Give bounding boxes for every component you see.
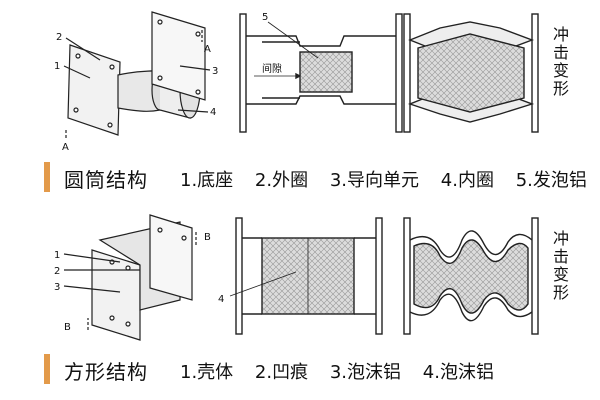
cylinder-item: 5.发泡铝 xyxy=(515,170,587,191)
square-item: 4.泡沫铝 xyxy=(422,362,494,383)
square-item: 1.壳体 xyxy=(180,362,234,383)
cylinder-title: 圆筒结构 xyxy=(64,168,148,192)
callout-sq-1: 1 xyxy=(54,250,60,261)
cylinder-item: 3.导向单元 xyxy=(329,170,420,191)
callout-b-top: B xyxy=(204,232,211,243)
square-caption: 方形结构 1.壳体 2.凹痕 3.泡沫铝 4.泡沫铝 xyxy=(0,352,600,386)
gap-label: 间隙 xyxy=(262,62,282,75)
cylinder-section-before xyxy=(239,13,403,133)
callout-a-top: A xyxy=(204,44,211,55)
cylinder-item: 4.内圈 xyxy=(440,170,494,191)
square-isometric-drawing xyxy=(63,214,197,341)
callout-4: 4 xyxy=(210,107,216,118)
square-callouts: 1 2 3 B B xyxy=(54,232,211,333)
cylinder-caption: 圆筒结构 1.底座 2.外圈 3.导向单元 4.内圈 5.发泡铝 xyxy=(0,160,600,194)
callout-5: 5 xyxy=(262,12,268,23)
callout-b-bottom: B xyxy=(64,322,71,333)
cylinder-callouts: 2 1 3 4 A A xyxy=(54,32,218,153)
impact-label-top: 冲击变形 xyxy=(552,25,569,98)
square-section-after xyxy=(403,217,539,335)
accent-bar xyxy=(44,354,50,384)
cylinder-section-after xyxy=(403,13,539,133)
callout-sq-4: 4 xyxy=(218,294,224,305)
accent-bar xyxy=(44,162,50,192)
callout-1: 1 xyxy=(54,61,60,72)
callout-3: 3 xyxy=(212,66,218,77)
callout-2: 2 xyxy=(56,32,62,43)
cylinder-items: 1.底座 2.外圈 3.导向单元 4.内圈 5.发泡铝 xyxy=(180,166,600,192)
cylinder-item: 2.外圈 xyxy=(254,170,309,191)
callout-sq-2: 2 xyxy=(54,266,60,277)
cylinder-isometric-drawing xyxy=(63,11,211,140)
square-item: 2.凹痕 xyxy=(254,362,309,383)
callout-a-bottom: A xyxy=(62,142,69,153)
square-title: 方形结构 xyxy=(64,360,148,384)
square-items: 1.壳体 2.凹痕 3.泡沫铝 4.泡沫铝 xyxy=(180,358,510,384)
impact-label-bottom: 冲击变形 xyxy=(552,229,569,302)
square-section-before xyxy=(229,217,383,335)
cylinder-item: 1.底座 xyxy=(180,170,234,191)
square-item: 3.泡沫铝 xyxy=(329,362,402,383)
callout-sq-3: 3 xyxy=(54,282,60,293)
